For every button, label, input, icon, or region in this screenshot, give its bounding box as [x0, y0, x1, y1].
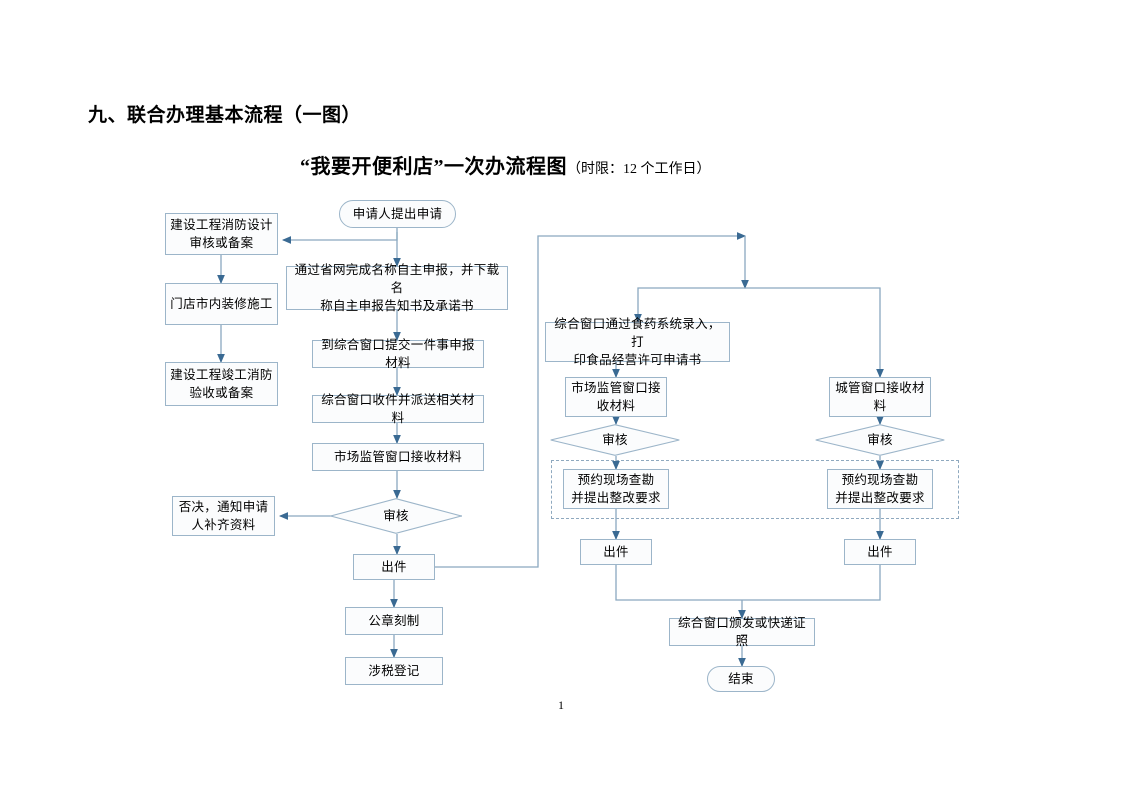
chart-title-time-limit: （时限：12 个工作日） [567, 162, 711, 177]
onsite-survey-group [551, 460, 959, 519]
node-reject-notice[interactable]: 否决，通知申请 人补齐资料 [172, 496, 275, 536]
node-review-left[interactable]: 审核 [330, 498, 462, 534]
page-heading: 九、联合办理基本流程（一图） [88, 105, 362, 126]
node-food-system-entry[interactable]: 综合窗口通过食药系统录入，打 印食品经营许可申请书 [545, 317, 730, 367]
node-review-middle-label: 审核 [602, 432, 628, 447]
node-store-decoration[interactable]: 门店市内装修施工 [165, 283, 278, 325]
node-fire-acceptance[interactable]: 建设工程竣工消防 验收或备案 [165, 362, 278, 406]
node-urban-window-receive[interactable]: 城管窗口接收材 料 [829, 377, 931, 417]
chart-title-main: “我要开便利店”一次办流程图 [300, 156, 567, 178]
node-onsite-survey-middle[interactable]: 预约现场查勘 并提出整改要求 [563, 469, 669, 509]
diamond-shape [815, 424, 945, 456]
diamond-shape [550, 424, 680, 456]
node-seal-engraving[interactable]: 公章刻制 [345, 607, 443, 635]
node-issue-right[interactable]: 出件 [844, 539, 916, 565]
node-deliver-license[interactable]: 综合窗口颁发或快递证照 [669, 616, 815, 648]
chart-title: “我要开便利店”一次办流程图（时限：12 个工作日） [300, 150, 711, 179]
node-dispatch-materials[interactable]: 综合窗口收件并派送相关材料 [312, 393, 484, 425]
page-number: 1 [558, 698, 564, 712]
diamond-shape [330, 498, 462, 534]
node-issue-left[interactable]: 出件 [353, 554, 435, 580]
node-start[interactable]: 申请人提出申请 [339, 200, 456, 228]
node-review-right[interactable]: 审核 [815, 424, 945, 456]
node-end[interactable]: 结束 [707, 666, 775, 692]
node-issue-middle[interactable]: 出件 [580, 539, 652, 565]
node-review-middle[interactable]: 审核 [550, 424, 680, 456]
node-review-left-label: 审核 [383, 508, 409, 523]
node-market-window-receive[interactable]: 市场监管窗口接 收材料 [565, 377, 667, 417]
node-tax-registration[interactable]: 涉税登记 [345, 657, 443, 685]
node-submit-materials[interactable]: 到综合窗口提交一件事申报材料 [312, 338, 484, 370]
node-fire-design-review[interactable]: 建设工程消防设计 审核或备案 [165, 213, 278, 255]
node-review-right-label: 审核 [867, 432, 893, 447]
node-market-receive-materials[interactable]: 市场监管窗口接收材料 [312, 443, 484, 471]
node-name-declaration[interactable]: 通过省网完成名称自主申报，并下载名 称自主申报告知书及承诺书 [286, 263, 508, 313]
node-onsite-survey-right[interactable]: 预约现场查勘 并提出整改要求 [827, 469, 933, 509]
